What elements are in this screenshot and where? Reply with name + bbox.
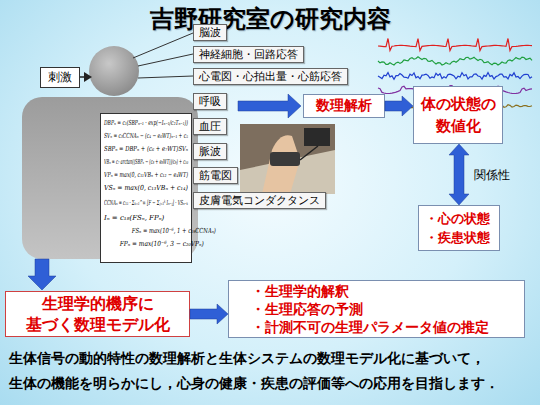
signal-box: 呼吸 [193,93,227,110]
signal-box: 血圧 [193,118,227,135]
signal-box: 筋電図 [193,167,238,184]
node-text: 脳波 [199,25,221,40]
photo-device [304,128,330,146]
node-text: Iₙ = c₁₈(FSₙ, FPₙ) [104,212,188,225]
signal-box: 脈波 [193,143,227,160]
page-title: 吉野研究室の研究内容 [0,3,540,35]
node-text: 呼吸 [199,94,221,109]
stimulus-arrow-head [84,72,92,82]
block-arrow [385,96,413,116]
node-text: 数理解析 [316,97,372,115]
node-text: CCNAₙ = c₁₅ · Σₖ₌₁^∞ [F − Σⱼ₌₁ᵏ Iₙ₋ⱼ] · … [104,195,188,212]
leader-line [138,54,193,66]
leader-line [133,33,193,58]
model-box: 生理学的機序に 基づく数理モデル化 [5,291,190,337]
caption-text: 生体信号の動的特性の数理解析と生体システムの数理モデル化に基づいて， 生体の機能… [9,346,535,396]
photo-cuff [270,152,300,166]
node-text: 筋電図 [199,168,232,183]
waveform-line [378,39,532,51]
node-text: FPₙ = max(10⁻⁶, 3 − c₂₀VPₙ) [120,238,204,251]
waveform-line [378,73,532,80]
node-text: 脈波 [199,144,221,159]
analysis-block-arrow [238,94,301,118]
signal-box: 脳波 [193,24,227,41]
node-text: VBₙ = c₇ arctan((SBPₙ − (c₈ + e₈WT))/c₉)… [104,156,188,169]
node-text: DBPₙ = c₁(SBPₙ₋₁ · exp(−Iₙ₋₁/c₂Tₙ₋₁)) [104,117,188,130]
node-text: FSₙ = max(10⁻⁶, 1 + c₁₉CCNAₙ) [132,225,216,238]
stimulus-arrow-line [80,76,84,78]
model-down-arrow [28,259,56,290]
node-text: ・心の状態 [425,209,499,228]
node-text: ・生理学的解釈 [251,282,524,300]
signal-box: 心電図・心拍出量・心筋応答 [193,68,348,85]
state-box: ・心の状態・疾患状態 [418,205,500,251]
signal-box: 神経細胞・回路応答 [193,46,304,63]
node-text: VSₙ = max(0, c₁₃VBₙ + c₁₄) [104,182,188,195]
node-text: ・疾患状態 [425,228,499,247]
stimulus-box: 刺激 [40,67,80,88]
node-text: 血圧 [199,119,221,134]
measurement-photo [240,124,335,194]
equation-box: DBPₙ = c₁(SBPₙ₋₁ · exp(−Iₙ₋₁/c₂Tₙ₋₁))SVₙ… [100,113,192,263]
process-box: 数理解析 [303,94,385,118]
node-text: 皮膚電気コンダクタンス [199,193,320,208]
node-text: VPₙ = max(0, c₁₁VBₙ + c₁₂ − e₄WT) [104,169,188,182]
result-box: 体の状態の 数値化 [413,86,503,144]
block-arrow [190,304,228,324]
head-silhouette [89,46,139,96]
edge-label: 関係性 [474,167,510,184]
node-text: 体の状態の 数値化 [414,93,502,137]
node-text: ・計測不可の生理パラメータ値の推定 [251,318,524,336]
waveform-line [378,57,532,65]
signal-box: 皮膚電気コンダクタンス [193,192,326,209]
node-text: SBPₙ = DBPₙ + (c₆ + e₇WT)SVₙ [104,143,188,156]
block-arrow [449,144,469,205]
photo-cable [300,146,318,160]
node-text: 刺激 [48,69,72,86]
node-text: 神経細胞・回路応答 [199,47,298,62]
node-text: 生理学的機序に 基づく数理モデル化 [6,293,189,335]
node-text: ・生理応答の予測 [251,300,524,318]
photo-arm [262,135,300,194]
leader-line [138,76,193,78]
outcome-box: ・生理学的解釈・生理応答の予測・計測不可の生理パラメータ値の推定 [228,280,525,338]
node-text: 心電図・心拍出量・心筋応答 [199,69,342,84]
node-text: SVₙ = c₃CCNAₙ − (c₄ − e₆WT)ₙ₋₁ + c₅ [104,130,188,143]
